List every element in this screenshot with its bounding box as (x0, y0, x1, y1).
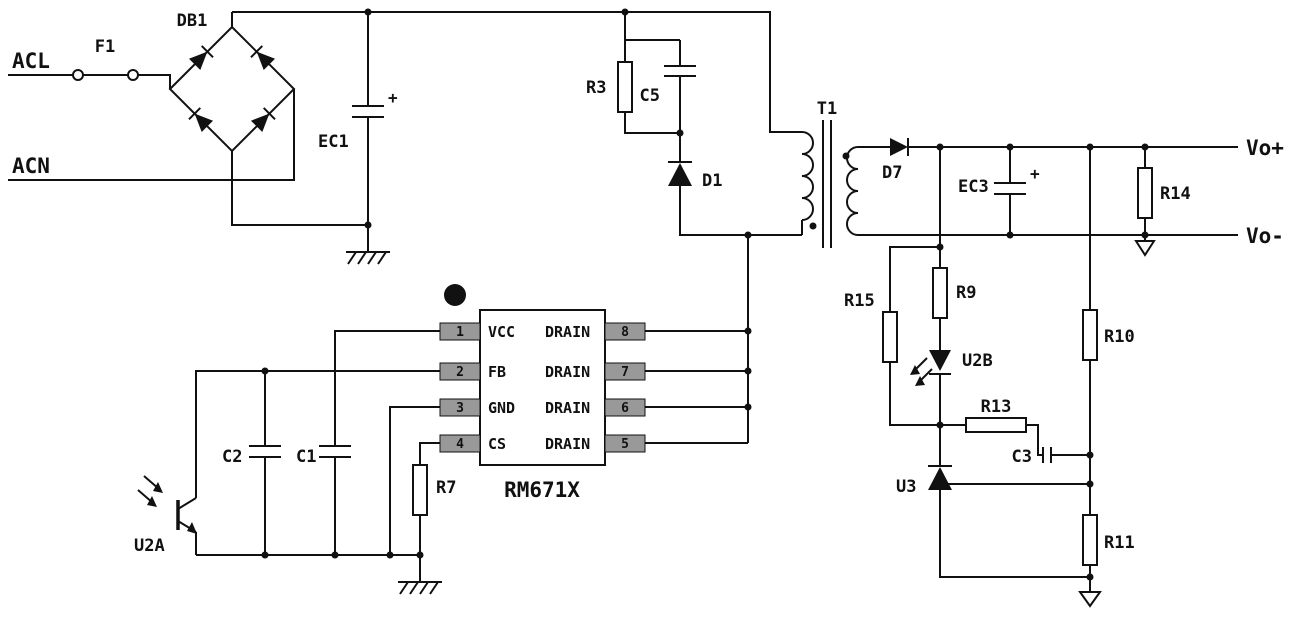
label-r10: R10 (1104, 327, 1135, 347)
label-u2b: U2B (962, 351, 993, 371)
phase-dot-icon (842, 152, 850, 160)
resistor-r10-icon (1082, 309, 1098, 361)
bulk-cap-ec1: + EC1 (232, 11, 802, 265)
label-ec1-polarity: + (388, 88, 398, 107)
label-r14: R14 (1160, 184, 1191, 204)
resistor-r3-icon (617, 61, 633, 113)
transformer-t1: T1 (801, 99, 859, 248)
label-r7: R7 (436, 478, 456, 498)
label-d7: D7 (882, 163, 902, 183)
pin1-marker-icon (444, 284, 466, 306)
fuse-terminal-icon (72, 69, 84, 81)
label-c2: C2 (222, 447, 242, 467)
shunt-regulator-u3-icon (928, 465, 1090, 578)
primary-winding-icon (801, 131, 814, 235)
optocoupler-u2a-icon (137, 475, 197, 555)
label-ec3-polarity: + (1030, 164, 1040, 183)
output-stage: D7 Vo+ Vo- + EC3 R14 (858, 136, 1284, 257)
label-r3: R3 (586, 78, 606, 98)
resistor-r9-icon (932, 267, 948, 319)
pin-3-number: 3 (456, 401, 464, 416)
label-ec3: EC3 (958, 177, 989, 197)
label-d1: D1 (702, 171, 722, 191)
drain-bus (645, 235, 749, 444)
phase-dot-icon (809, 222, 817, 230)
bridge-rectifier-db1: DB1 (168, 11, 368, 226)
label-c3: C3 (1012, 447, 1032, 467)
bridge-diode-icon (188, 107, 214, 133)
pin-4-number: 4 (456, 437, 464, 452)
pin-drain7-name: DRAIN (545, 363, 590, 381)
ground-triangle-icon (1134, 240, 1156, 257)
label-db1: DB1 (177, 11, 208, 31)
ground-triangle-icon (1078, 591, 1102, 608)
label-u3: U3 (896, 477, 916, 497)
label-ic-name: RM671X (504, 478, 580, 502)
pin-5-number: 5 (621, 437, 629, 452)
label-c5: C5 (640, 86, 660, 106)
pin-6-number: 6 (621, 401, 629, 416)
label-r11: R11 (1104, 533, 1135, 553)
diode-d1-icon (668, 163, 692, 186)
junction-dots (261, 8, 1149, 581)
bridge-diode-icon (250, 107, 276, 133)
fuse-terminal-icon (127, 69, 139, 81)
label-u2a: U2A (134, 536, 165, 556)
core-icon (822, 120, 832, 248)
diode-d7-icon (890, 138, 908, 156)
label-vo-plus: Vo+ (1246, 136, 1284, 160)
ic-rm671x: RM671X 1 2 3 4 VCC FB GND CS 8 7 6 5 DRA… (439, 235, 749, 502)
label-ec1: EC1 (318, 132, 349, 152)
feedback-network: R9 U2B R15 R13 C3 U3 R10 R11 (844, 147, 1135, 608)
optocoupler-u2b-led-icon (910, 350, 951, 466)
pin-8-number: 8 (621, 325, 629, 340)
resistor-r7-icon (412, 464, 428, 516)
label-f1: F1 (95, 37, 115, 57)
pin-fb-name: FB (488, 363, 506, 381)
label-vo-minus: Vo- (1246, 224, 1284, 248)
bridge-diode-icon (250, 45, 276, 71)
resistor-r11-icon (1082, 514, 1098, 566)
resistor-r15-icon (882, 311, 898, 363)
resistor-r14-icon (1137, 167, 1153, 219)
pin-1-number: 1 (456, 325, 464, 340)
pin-7-number: 7 (621, 365, 629, 380)
label-acn: ACN (12, 154, 50, 178)
secondary-winding-icon (846, 146, 859, 236)
clamp-network: R3 C5 D1 (586, 12, 802, 236)
pin-2-number: 2 (456, 365, 464, 380)
bridge-diode-icon (188, 45, 214, 71)
label-r15: R15 (844, 291, 875, 311)
pin-drain5-name: DRAIN (545, 435, 590, 453)
resistor-r13-icon (965, 417, 1027, 433)
pin-drain6-name: DRAIN (545, 399, 590, 417)
primary-side-small-signal: C1 C2 R7 U2A (134, 330, 456, 595)
ic-body (479, 309, 606, 466)
label-acl: ACL (12, 49, 50, 73)
earth-ground-icon (398, 581, 442, 595)
earth-ground-icon (346, 251, 390, 265)
pin-vcc-name: VCC (488, 323, 515, 341)
pin-cs-name: CS (488, 435, 506, 453)
ac-input: ACL ACN F1 (8, 37, 295, 181)
label-r13: R13 (981, 397, 1012, 417)
pin-drain8-name: DRAIN (545, 323, 590, 341)
pin-gnd-name: GND (488, 399, 515, 417)
label-r9: R9 (956, 283, 976, 303)
label-t1: T1 (817, 99, 837, 119)
label-c1: C1 (296, 447, 316, 467)
